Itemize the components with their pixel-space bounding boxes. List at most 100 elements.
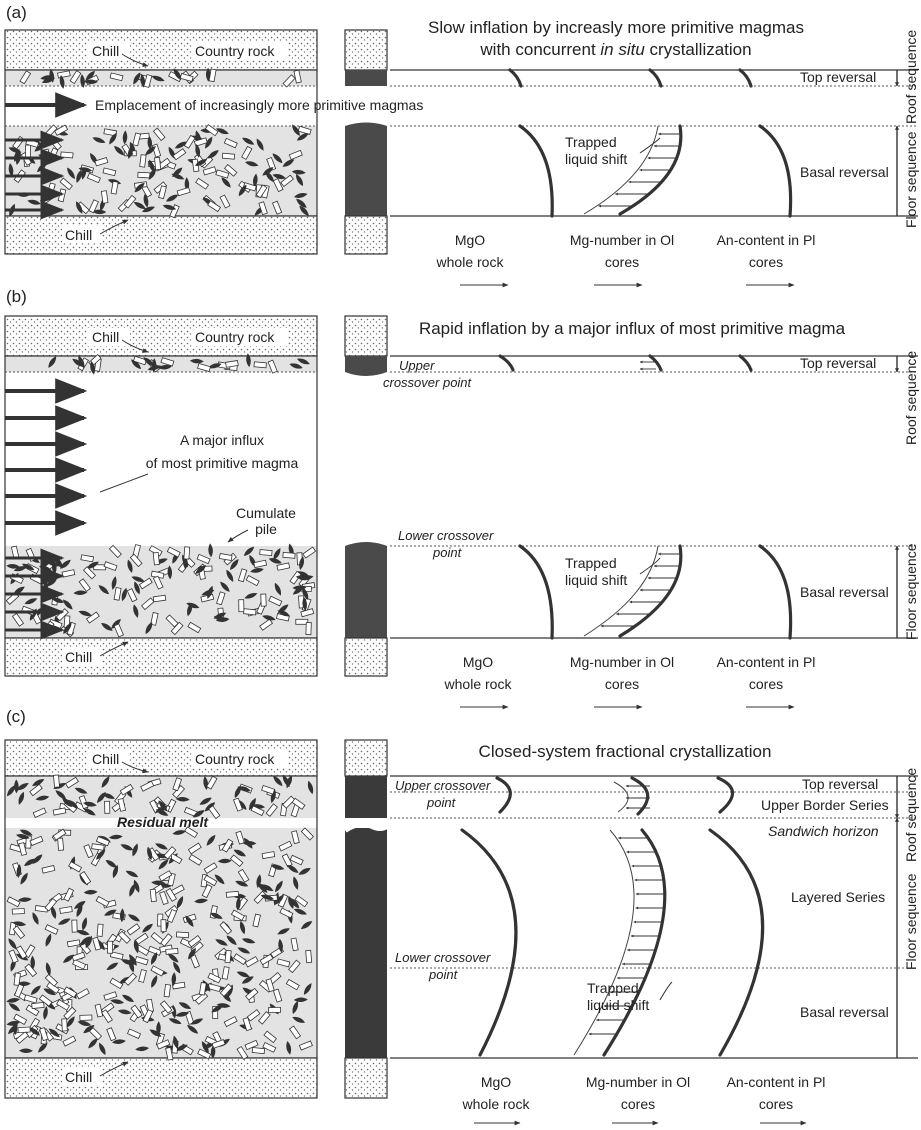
plagioclase-crystal xyxy=(107,940,113,954)
olivine-crystal xyxy=(13,566,28,572)
olivine-crystal xyxy=(155,843,168,850)
olivine-crystal xyxy=(273,547,281,561)
panel-c-trapped-1: Trapped xyxy=(587,980,639,996)
plagioclase-crystal xyxy=(63,986,78,998)
plagioclase-crystal xyxy=(276,562,291,571)
panel-a-bottom-rock xyxy=(4,215,318,255)
plagioclase-crystal xyxy=(272,988,283,1003)
olivine-crystal xyxy=(188,947,196,960)
plagioclase-crystal xyxy=(44,897,58,912)
panel-a-bar-top xyxy=(345,70,387,86)
plagioclase-crystal xyxy=(152,575,164,590)
plagioclase-crystal xyxy=(221,838,234,853)
olivine-crystal xyxy=(19,1048,33,1054)
olivine-crystal xyxy=(235,880,249,887)
olivine-crystal xyxy=(244,592,258,599)
plagioclase-crystal xyxy=(41,865,56,874)
olivine-crystal xyxy=(108,834,123,840)
olivine-crystal xyxy=(48,1028,60,1038)
panel-a-col1-a: MgO xyxy=(455,232,485,248)
plagioclase-crystal xyxy=(221,966,230,980)
plagioclase-crystal xyxy=(176,186,191,197)
olivine-crystal xyxy=(119,908,125,923)
plagioclase-crystal xyxy=(208,805,221,820)
olivine-crystal xyxy=(150,952,158,965)
panel-b-chill-bottom: Chill xyxy=(65,649,92,665)
olivine-crystal xyxy=(296,358,310,365)
panel-c-upper-cross-2: point xyxy=(426,795,457,810)
olivine-crystal xyxy=(48,356,57,368)
plagioclase-crystal xyxy=(103,561,118,572)
plagioclase-crystal xyxy=(110,180,119,195)
panel-c-col1-a: MgO xyxy=(481,1074,511,1090)
olivine-crystal xyxy=(151,975,158,988)
olivine-crystal xyxy=(61,797,73,808)
plagioclase-crystal xyxy=(259,618,274,631)
olivine-crystal xyxy=(171,972,177,987)
olivine-crystal xyxy=(83,801,97,807)
olivine-crystal xyxy=(256,874,262,889)
plagioclase-crystal xyxy=(258,201,268,216)
olivine-crystal xyxy=(206,834,216,846)
olivine-crystal xyxy=(233,849,246,857)
plagioclase-crystal xyxy=(295,618,309,625)
panel-c-col3-b: cores xyxy=(759,1096,793,1112)
panel-a-chill-bottom: Chill xyxy=(65,227,92,243)
olivine-crystal xyxy=(132,843,138,857)
olivine-crystal xyxy=(174,141,188,149)
panel-b-lower-cross-1: Lower crossover xyxy=(398,528,494,543)
plagioclase-crystal xyxy=(163,846,177,860)
plagioclase-crystal xyxy=(255,184,268,199)
olivine-crystal xyxy=(51,905,57,920)
olivine-crystal xyxy=(101,776,110,788)
plagioclase-crystal xyxy=(95,895,110,908)
olivine-crystal xyxy=(246,353,251,368)
plagioclase-crystal xyxy=(243,608,257,616)
olivine-crystal xyxy=(302,597,307,611)
olivine-crystal xyxy=(299,556,305,570)
panel-c-country-rock-label: Country rock xyxy=(195,751,275,767)
panel-b-col1-b: whole rock xyxy=(444,676,513,692)
panel-b-top-crystal-marks xyxy=(48,353,310,375)
plagioclase-crystal xyxy=(184,826,199,839)
plagioclase-crystal xyxy=(154,156,162,171)
plagioclase-crystal xyxy=(166,546,181,558)
plagioclase-crystal xyxy=(294,895,309,908)
plagioclase-crystal xyxy=(183,546,191,560)
plagioclase-crystal xyxy=(195,177,210,190)
olivine-crystal xyxy=(242,137,255,145)
olivine-crystal xyxy=(105,859,118,868)
olivine-crystal xyxy=(129,954,137,966)
plagioclase-crystal xyxy=(126,588,138,603)
panel-a: (a) Slow inflation by increasly more pri… xyxy=(4,3,919,288)
olivine-crystal xyxy=(8,162,14,177)
panel-c-lower-cross-2: point xyxy=(428,967,459,982)
olivine-crystal xyxy=(73,590,88,596)
olivine-crystal xyxy=(226,569,234,582)
olivine-crystal xyxy=(194,159,208,166)
panel-b-trapped-1: Trapped xyxy=(565,555,617,571)
olivine-crystal xyxy=(236,971,250,978)
plagioclase-crystal xyxy=(15,1031,29,1044)
olivine-crystal xyxy=(286,775,293,789)
plagioclase-crystal xyxy=(242,1017,253,1032)
olivine-crystal xyxy=(55,790,67,800)
plagioclase-crystal xyxy=(204,124,219,137)
plagioclase-crystal xyxy=(235,830,245,845)
plagioclase-crystal xyxy=(293,69,302,84)
olivine-crystal xyxy=(208,363,222,369)
panel-b-upper-cross-1: Upper xyxy=(399,358,435,373)
plagioclase-crystal xyxy=(117,798,127,812)
olivine-crystal xyxy=(131,359,142,370)
olivine-crystal xyxy=(83,808,96,816)
olivine-crystal xyxy=(151,75,165,82)
plagioclase-crystal xyxy=(88,1027,103,1041)
olivine-crystal xyxy=(104,909,117,916)
olivine-crystal xyxy=(208,543,213,558)
plagioclase-crystal xyxy=(152,127,166,142)
plagioclase-crystal xyxy=(218,553,233,561)
olivine-crystal xyxy=(76,169,82,184)
panel-b-chill-top: Chill xyxy=(92,329,119,345)
olivine-crystal xyxy=(131,576,145,582)
plagioclase-crystal xyxy=(95,836,110,847)
